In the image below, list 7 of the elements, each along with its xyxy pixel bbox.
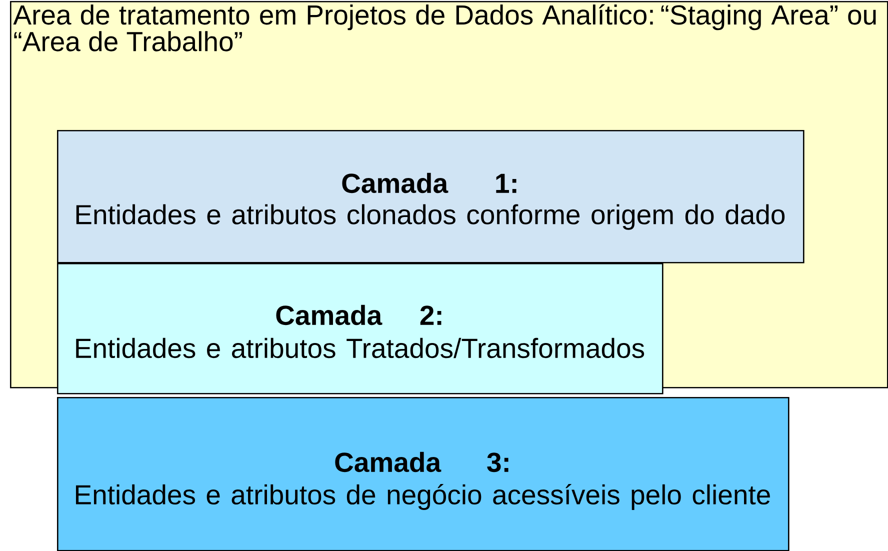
layer-description: Entidades e atributos de negócio acessíveis pelo cliente bbox=[76, 484, 770, 510]
layer-description: Entidades e atributos Tratados/Transformados bbox=[76, 338, 644, 358]
area-title: Area de tratamento em Projetos de Dados Analítico: “Staging Area” ou “Area de Trabalho” bbox=[13, 4, 876, 52]
layer-heading: Camada 2: bbox=[276, 304, 442, 326]
layer-description: Entidades e atributos clonados conforme origem do dado bbox=[76, 204, 785, 230]
layer-heading: Camada 1: bbox=[342, 172, 516, 194]
layer-heading: Camada 3: bbox=[335, 452, 508, 472]
